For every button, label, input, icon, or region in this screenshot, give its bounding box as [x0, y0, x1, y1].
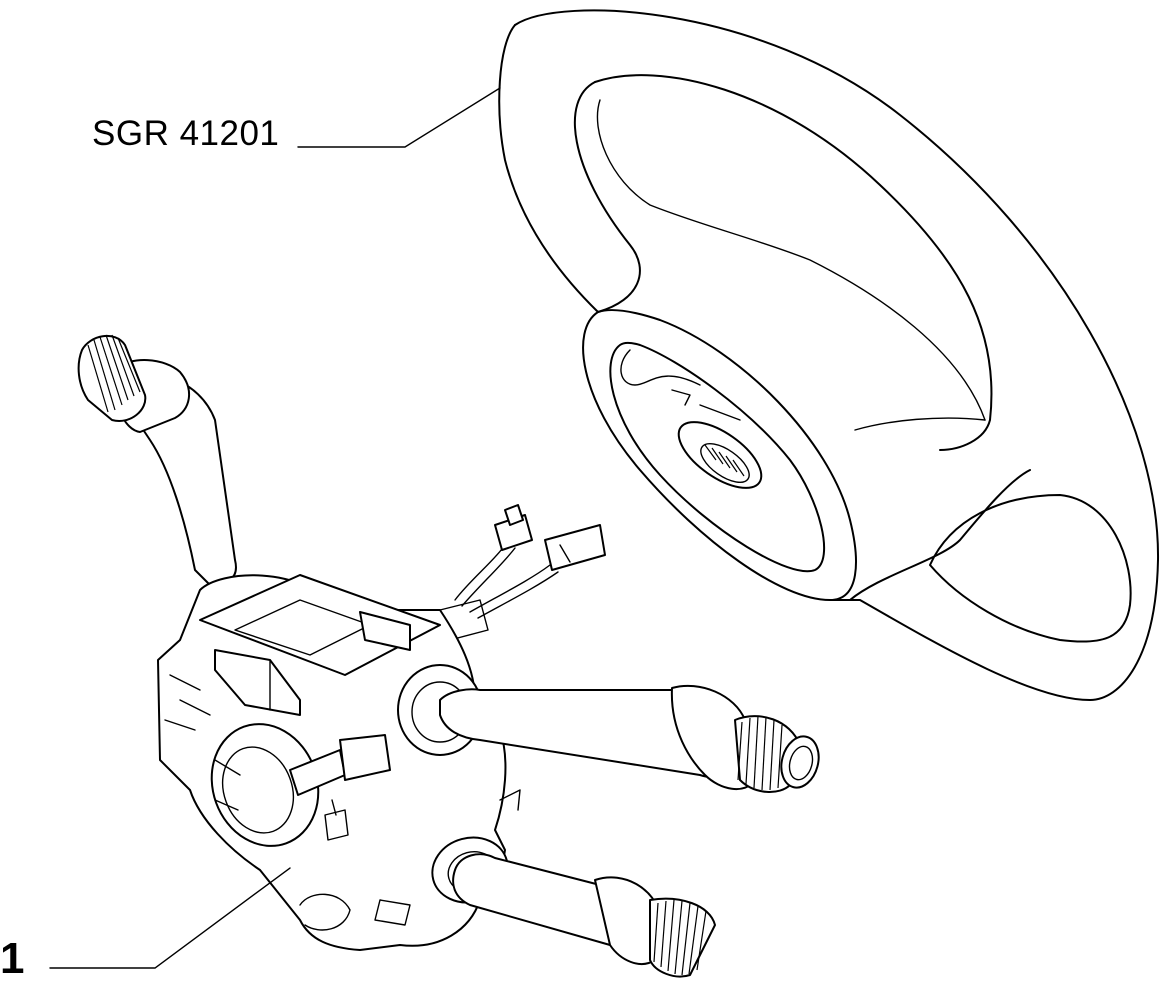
lower-stalk	[452, 853, 716, 978]
right-stalk	[439, 684, 820, 793]
steering-wheel-drawing	[498, 9, 1160, 701]
wiring-harness	[439, 504, 606, 641]
upper-left-stalk	[77, 334, 237, 586]
part-leader-line	[49, 867, 291, 969]
part-number-label: 1	[0, 934, 25, 983]
column-switch-drawing	[77, 334, 820, 978]
reference-leader-line	[297, 87, 501, 148]
reference-code-label: SGR 41201	[92, 114, 280, 153]
